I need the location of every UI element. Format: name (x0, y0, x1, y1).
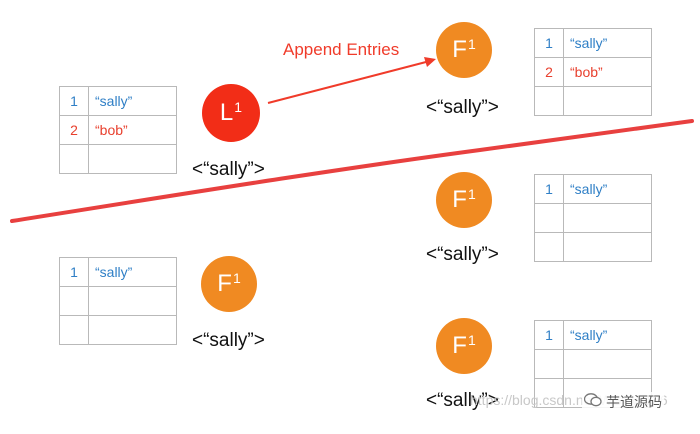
log-entry-value: “sally” (88, 257, 177, 287)
follower-mid-log: 1“sally” (534, 174, 652, 262)
log-entry: 1“sally” (534, 174, 652, 204)
log-entry (534, 232, 652, 262)
log-entry-index (534, 232, 564, 262)
leader-state: <“sally”> (192, 159, 265, 180)
log-entry-value (563, 232, 652, 262)
watermark-badge: 芋道源码 (582, 392, 664, 412)
log-entry-index (534, 86, 564, 116)
log-entry-index (59, 286, 89, 316)
follower-mid-state: <“sally”> (426, 244, 499, 265)
follower-bottom-state: <“sally”> (426, 390, 499, 411)
log-entry-index (534, 349, 564, 379)
node-role: F (452, 332, 467, 359)
append-entries-arrow (267, 61, 427, 104)
node-role: F (452, 36, 467, 63)
log-entry-index (59, 315, 89, 345)
node-role: F (217, 270, 232, 297)
append-entries-label: Append Entries (283, 40, 400, 59)
arrow-head (424, 57, 436, 67)
log-entry: 2“bob” (534, 57, 652, 87)
follower-left-state: <“sally”> (192, 330, 265, 351)
follower-top-log: 1“sally”2“bob” (534, 28, 652, 116)
log-entry-index (59, 144, 89, 174)
log-entry-value (563, 349, 652, 379)
log-entry-value (88, 144, 177, 174)
log-entry-value: “sally” (563, 320, 652, 350)
follower-left-log: 1“sally” (59, 257, 177, 345)
log-entry (59, 286, 177, 316)
log-entry (534, 203, 652, 233)
log-entry-index: 1 (534, 320, 564, 350)
follower-bottom-log: 1“sally” (534, 320, 652, 408)
log-entry-value: “sally” (563, 28, 652, 58)
log-entry-value (88, 286, 177, 316)
log-entry-index: 1 (534, 28, 564, 58)
log-entry: 1“sally” (534, 320, 652, 350)
log-entry (59, 144, 177, 174)
node-term: 1 (467, 186, 476, 202)
log-entry (534, 86, 652, 116)
log-entry (534, 349, 652, 379)
log-entry: 1“sally” (59, 86, 177, 116)
log-entry-index: 1 (534, 174, 564, 204)
log-entry-value: “bob” (88, 115, 177, 145)
log-entry-value: “bob” (563, 57, 652, 87)
log-entry (59, 315, 177, 345)
log-entry-value: “sally” (88, 86, 177, 116)
leader-log: 1“sally”2“bob” (59, 86, 177, 174)
log-entry-index: 1 (59, 86, 89, 116)
log-entry-value (563, 86, 652, 116)
node-term: 1 (234, 99, 243, 115)
log-entry-value (88, 315, 177, 345)
log-entry-index: 2 (59, 115, 89, 145)
log-entry-value: “sally” (563, 174, 652, 204)
node-term: 1 (467, 332, 476, 348)
log-entry: 2“bob” (59, 115, 177, 145)
node-term: 1 (232, 270, 241, 286)
log-entry-index: 1 (59, 257, 89, 287)
log-entry-index: 2 (534, 57, 564, 87)
log-entry: 1“sally” (534, 28, 652, 58)
log-entry: 1“sally” (59, 257, 177, 287)
node-role: F (452, 186, 467, 213)
log-entry-index (534, 203, 564, 233)
log-entry-value (563, 203, 652, 233)
wechat-icon (583, 393, 602, 411)
badge-text: 芋道源码 (606, 395, 662, 411)
node-term: 1 (467, 36, 476, 52)
follower-top-state: <“sally”> (426, 97, 499, 118)
node-role: L (219, 99, 234, 126)
